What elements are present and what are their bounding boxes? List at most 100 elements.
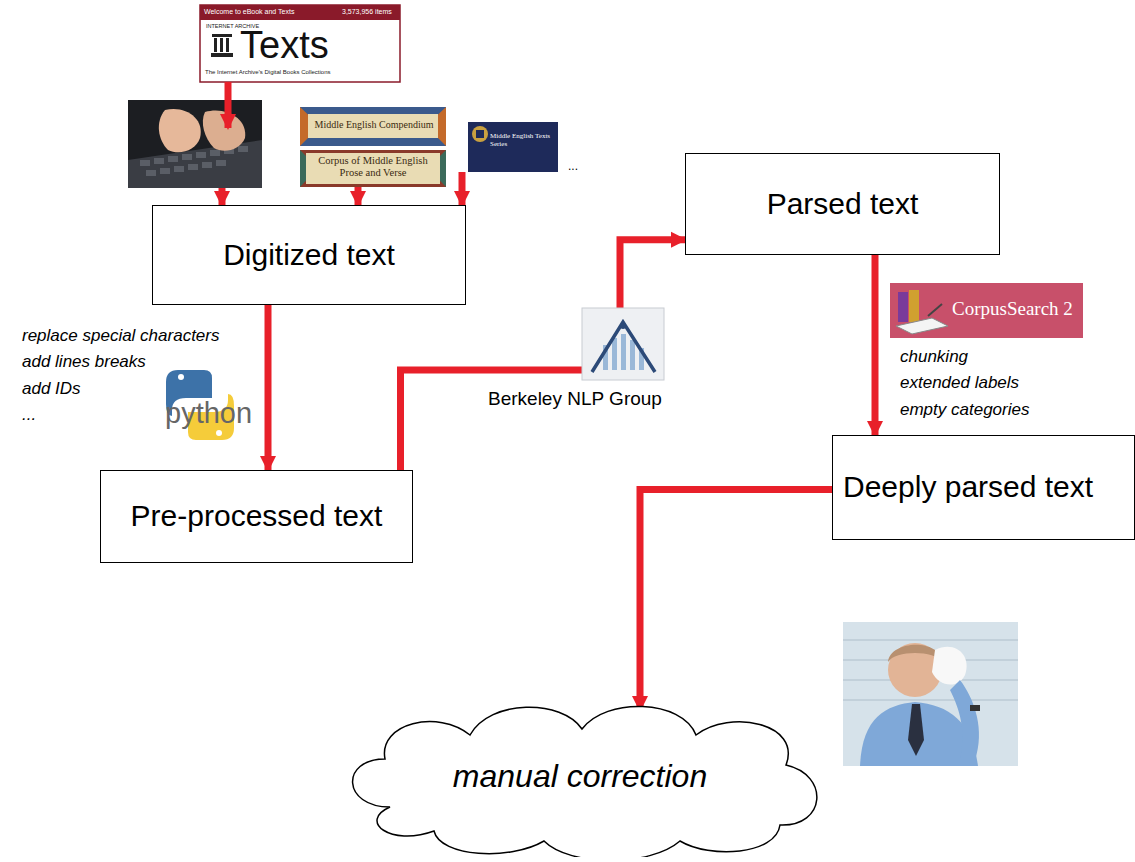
logo-title: Texts [240,24,329,68]
corpussearch-banner-part [898,292,908,322]
corpussearch-banner-part [909,290,919,322]
node-label: Parsed text [767,187,919,222]
compendium-tile-part [300,107,446,146]
source-arrow-part [355,187,362,205]
typing-photo-part-part [182,154,192,160]
source-arrow-part [225,82,232,128]
stressed-man-photo-part-part [843,639,1018,641]
corpus-tile-part [300,150,446,187]
compendium-tile [300,107,446,146]
typing-photo-part-part [202,162,212,168]
stressed-man-photo-part [908,704,924,756]
archive-card-part-part [214,38,217,52]
process-note: chunking [900,347,968,367]
stressed-man-photo-part [950,680,979,760]
process-note: empty categories [900,400,1029,420]
corpussearch-banner-part [896,318,948,334]
texts-series-tile [468,122,558,172]
corpus-tile-part [300,150,446,187]
typing-photo-part-part [188,164,198,170]
node-label: Pre-processed text [131,499,383,534]
corpussearch-banner [890,283,1083,338]
node-label: Digitized text [223,238,395,273]
berkeley-icon-part [582,308,664,380]
stressed-man-photo-part [970,705,980,711]
corpussearch-banner-part [928,304,942,316]
source-arrow-part [219,188,226,205]
header-text: Welcome to eBook and Texts [204,8,294,16]
tool-banner-text: CorpusSearch 2 [952,298,1073,320]
berkeley-icon-part [621,334,626,370]
typing-photo-part-part [160,168,170,174]
berkeley-icon-part [592,322,655,372]
stressed-man-photo-part [843,640,1018,700]
count-text: 3,573,956 items [342,8,392,16]
tile-text: Corpus of Middle English Prose and Verse [308,155,438,179]
berkeley-icon [582,308,664,380]
cloud-shape: manual correction [330,695,830,857]
archive-card-part [211,34,233,57]
corpus-tile-part [306,153,440,184]
typing-photo-part-part [238,146,248,152]
source-arrow-part [459,172,466,205]
berkeley-icon-part [620,323,626,329]
typing-photo-part-part [154,158,164,164]
cloud-path [353,706,817,857]
process-box: Pre-processed text [100,470,413,563]
typing-photo-part-part [174,166,184,172]
stressed-man-photo-part-part [843,699,1018,701]
flow-arrow [872,255,879,435]
compendium-tile-part [300,107,446,146]
typing-photo-part-part [146,170,156,176]
process-note: ... [22,405,36,425]
corpussearch-banner-part [890,283,1083,338]
tile-text: Middle English Texts Series [490,132,554,148]
typing-photo-part [128,140,262,188]
node-label: manual correction [453,758,707,795]
texts-series-tile-part [468,122,558,172]
berkeley-icon-part [612,338,617,370]
python-logo-part [178,374,184,380]
archive-card-part-part [220,38,223,52]
archive-card-part [200,5,400,82]
tagline-text: The Internet Archive's Digital Books Col… [205,69,331,76]
process-box: Parsed text [685,153,1000,255]
berkeley-icon-part [630,340,635,370]
flow-arrow [640,490,832,710]
tool-label: Berkeley NLP Group [488,388,662,410]
stressed-man-photo-part [843,622,1018,766]
typing-photo-part [203,110,245,150]
archive-card-part-part [211,53,233,57]
python-wordmark: python [165,397,252,430]
typing-photo-part [159,109,201,152]
texts-series-tile-part [476,130,484,138]
typing-photo-part [128,100,262,188]
python-logo-part [216,430,222,436]
compendium-tile-part [308,114,438,138]
stressed-man-photo [843,622,1018,766]
archive-card-part-part [226,38,229,52]
flow-arrow [265,305,272,470]
process-note: add IDs [22,379,81,399]
typing-photo [128,100,262,188]
archive-card-part [200,5,400,20]
node-label: Deeply parsed text [843,470,1093,505]
typing-photo-part-part [196,152,206,158]
process-box: Deeply parsed text [832,435,1135,540]
typing-photo-part-part [168,156,178,162]
process-note: replace special characters [22,326,219,346]
texts-series-tile-part [472,126,488,142]
stressed-man-photo-part [932,647,967,685]
corpus-tile [300,150,446,187]
process-note: add lines breaks [22,352,146,372]
archive-card-part-part [212,34,232,37]
tile-text: Middle English Compendium [310,119,438,131]
typing-photo-part-part [216,160,226,166]
ellipsis: ... [568,160,578,174]
source-arrow [222,82,462,205]
archive-card [200,5,400,82]
process-box: Digitized text [152,205,466,305]
process-note: extended labels [900,373,1019,393]
typing-photo-part [140,146,248,176]
typing-photo-part-part [140,160,150,166]
